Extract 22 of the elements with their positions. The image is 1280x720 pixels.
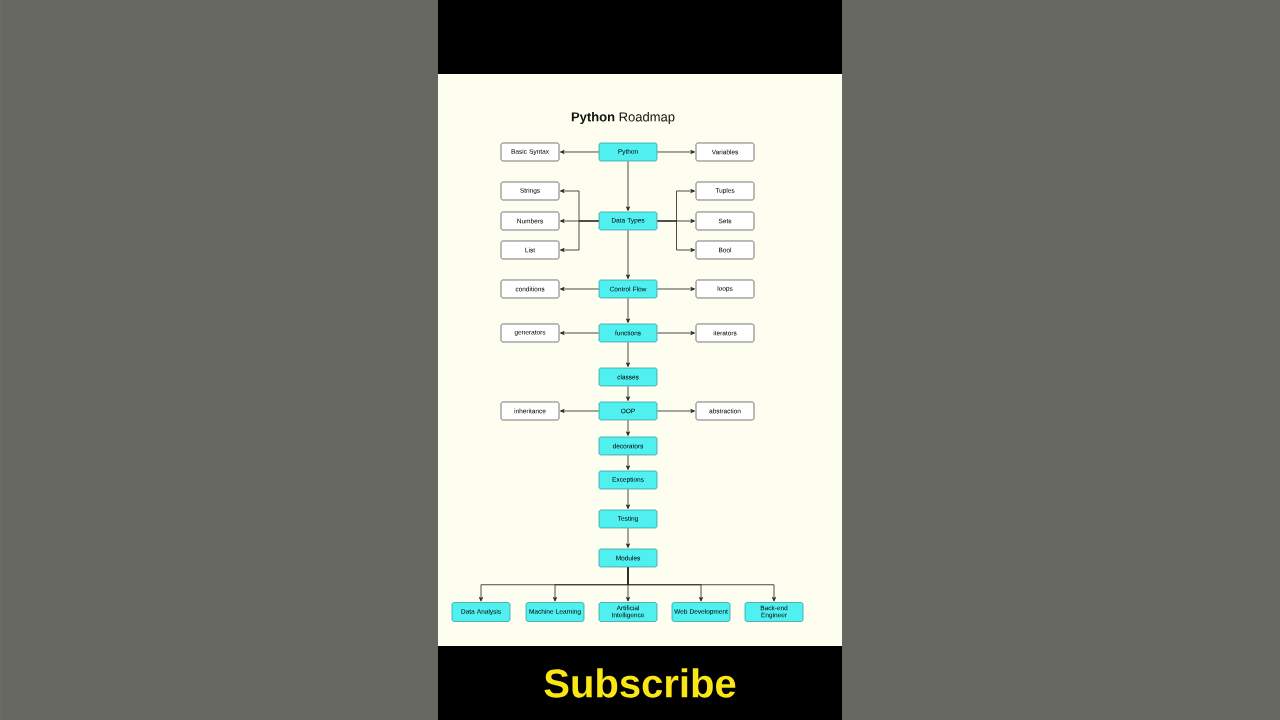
- arrow: [656, 409, 695, 413]
- arrow: [656, 287, 695, 291]
- arrow: [560, 331, 600, 335]
- arrow: [560, 220, 600, 252]
- arrow: [656, 331, 695, 335]
- arrow: [560, 409, 600, 413]
- arrow: [626, 385, 630, 401]
- subscribe-text: Subscribe: [544, 668, 736, 698]
- arrow: [626, 160, 630, 211]
- arrow: [626, 454, 630, 470]
- arrow: [626, 297, 630, 323]
- arrow: [626, 229, 630, 279]
- arrow: [560, 287, 600, 291]
- arrow: [560, 150, 600, 154]
- arrow: [656, 220, 695, 252]
- arrow: [656, 150, 695, 154]
- arrow: [626, 527, 630, 548]
- arrow: [626, 419, 630, 436]
- diagram-title: Python Roadmap: [571, 111, 675, 125]
- arrow: [626, 341, 630, 367]
- arrow: [627, 566, 776, 602]
- arrow: [626, 488, 630, 509]
